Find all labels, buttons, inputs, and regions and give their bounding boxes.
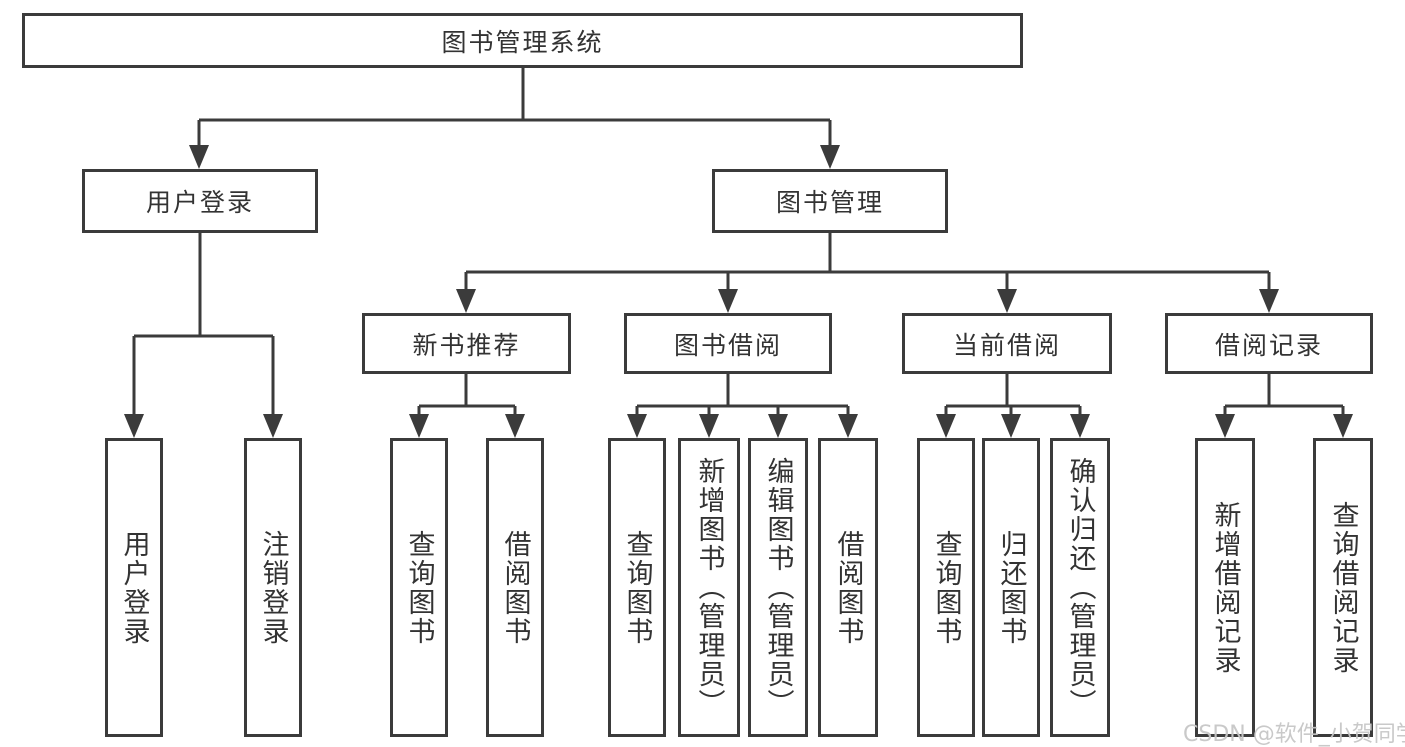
arrow-leaf-nb-query <box>409 414 429 438</box>
node-book-borrow: 图书借阅 <box>624 313 832 374</box>
edge-root-to-level1 <box>197 68 832 148</box>
leaf-records-add-record: 新增借阅记录 <box>1195 438 1255 737</box>
arrow-leaf-br-add <box>1215 414 1235 438</box>
leaf-records-query-record: 查询借阅记录 <box>1313 438 1373 737</box>
edge-bookmgmt-to-level3 <box>464 233 1271 292</box>
arrow-book-borrow <box>718 289 738 313</box>
leaf-borrow-query-books: 查询图书 <box>608 438 666 737</box>
arrow-leaf-br-query <box>1333 414 1353 438</box>
edge-borrowrecords-to-leaves <box>1223 374 1345 416</box>
leaf-borrow-add-books-admin: 新增图书（管理员） <box>678 438 740 737</box>
leaf-newbooks-borrow-books: 借阅图书 <box>486 438 544 737</box>
leaf-current-confirm-return-admin: 确认归还（管理员） <box>1050 438 1110 737</box>
leaf-borrow-edit-books-admin: 编辑图书（管理员） <box>748 438 808 737</box>
arrow-user-login <box>189 145 209 169</box>
csdn-watermark: CSDN @软件_小贺同学 <box>1183 722 1405 747</box>
arrow-leaf-cb-query <box>936 414 956 438</box>
leaf-borrow-borrow-books: 借阅图书 <box>818 438 878 737</box>
leaf-current-return-books: 归还图书 <box>982 438 1040 737</box>
leaf-current-query-books: 查询图书 <box>917 438 975 737</box>
edge-bookborrow-to-leaves <box>635 374 850 416</box>
arrow-leaf-logout <box>263 414 283 438</box>
arrowheads <box>124 145 1353 438</box>
leaf-logout: 注销登录 <box>244 438 302 737</box>
edge-newbooks-to-leaves <box>417 374 517 416</box>
arrow-leaf-bb-edit <box>768 414 788 438</box>
arrow-leaf-cb-confirm <box>1070 414 1090 438</box>
node-root: 图书管理系统 <box>22 13 1023 68</box>
leaf-newbooks-query-books: 查询图书 <box>390 438 448 737</box>
node-borrow-records: 借阅记录 <box>1165 313 1373 374</box>
arrow-new-books <box>456 289 476 313</box>
arrow-leaf-bb-add <box>699 414 719 438</box>
arrow-current-borrow <box>997 289 1017 313</box>
edge-userlogin-to-leaves <box>132 233 275 416</box>
arrow-leaf-cb-return <box>1001 414 1021 438</box>
node-book-management: 图书管理 <box>712 169 948 233</box>
arrow-book-mgmt <box>820 145 840 169</box>
edge-currentborrow-to-leaves <box>944 374 1082 416</box>
node-new-book-recommend: 新书推荐 <box>362 313 571 374</box>
arrow-leaf-user-login <box>124 414 144 438</box>
node-user-login: 用户登录 <box>82 169 318 233</box>
arrow-leaf-bb-query <box>627 414 647 438</box>
leaf-user-login: 用户登录 <box>105 438 163 737</box>
arrow-leaf-bb-borrow <box>838 414 858 438</box>
node-current-borrow: 当前借阅 <box>902 313 1112 374</box>
arrow-borrow-records <box>1259 289 1279 313</box>
arrow-leaf-nb-borrow <box>505 414 525 438</box>
